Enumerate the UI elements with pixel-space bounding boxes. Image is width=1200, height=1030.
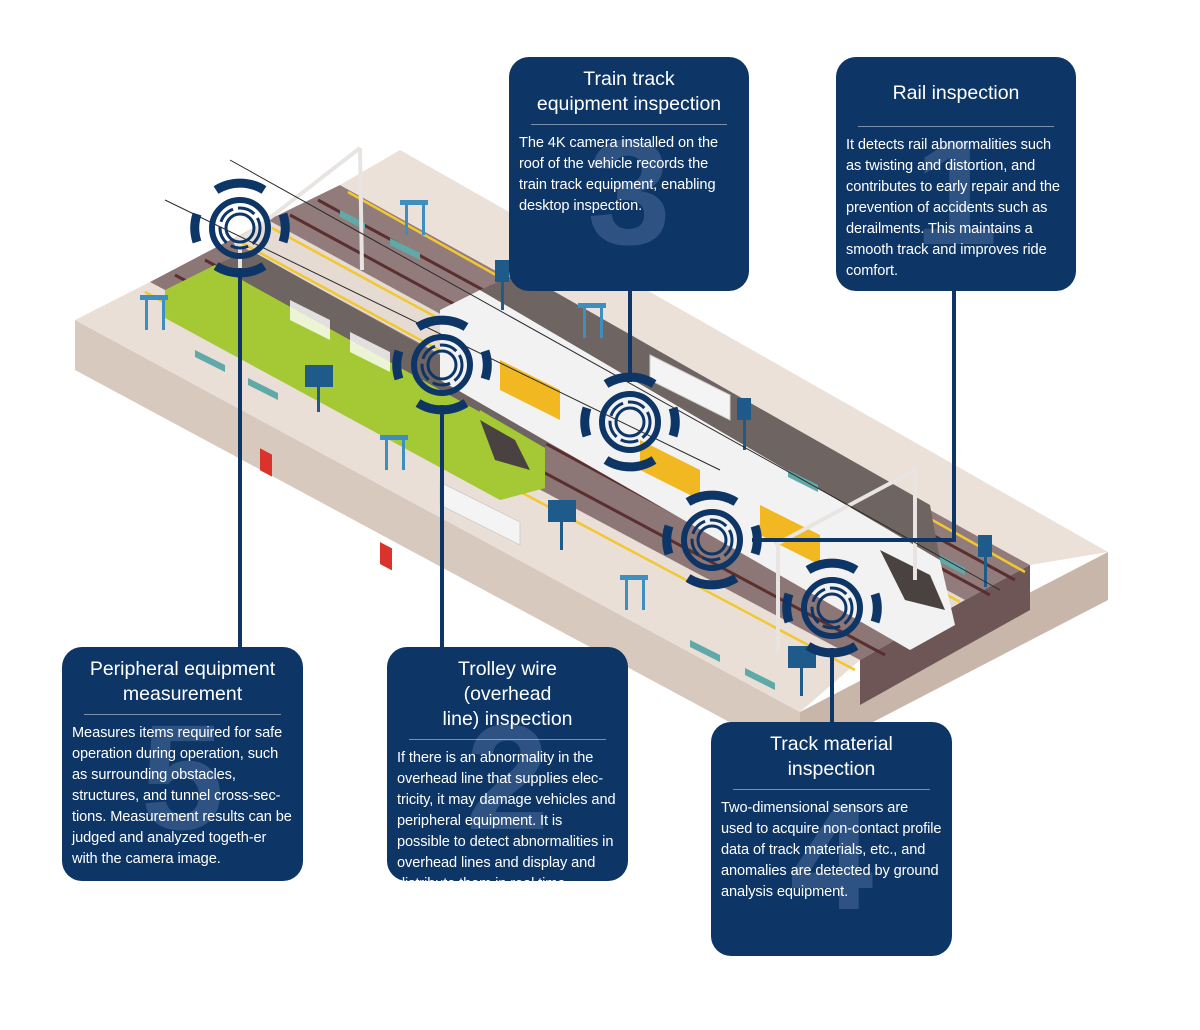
callout-body: The 4K camera installed on the roof of t… [519,135,718,214]
callout-peripheral-equipment-measurement: 5 Peripheral equipment measurement Measu… [62,647,303,881]
callout-number: 2 [465,693,550,861]
leader-line-5 [238,268,242,648]
departure-board [737,398,751,450]
callout-track-material-inspection: 4 Track material inspection Two-dimensio… [711,722,952,956]
callout-title: Rail inspection [858,67,1054,127]
bench [248,378,278,400]
track-cut-front [860,565,1030,705]
platform-front-side [800,552,1108,760]
station-furniture [140,200,992,696]
departure-board [548,500,576,550]
callout-title: Trolley wire (overhead line) inspection [409,657,606,740]
bench [690,640,720,662]
scan-target-icon[interactable] [580,372,680,472]
green-train [165,250,555,571]
callout-number: 4 [789,773,874,941]
callout-body: Measures items required for safe operati… [72,725,292,867]
bench [745,668,775,690]
callout-number: 1 [914,108,998,276]
bench [340,210,365,230]
callout-title: Peripheral equipment measurement [84,657,281,715]
leader-line-3 [628,290,632,382]
shelter [620,575,648,610]
callout-trolley-wire-inspection: 2 Trolley wire (overhead line) inspectio… [387,647,628,881]
callout-title: Train track equipment inspection [531,67,727,125]
callout-title: Track material inspection [733,732,930,790]
shelter [140,295,168,330]
bench [390,238,420,260]
leader-line-1-horizontal [752,538,956,542]
departure-board [978,535,992,587]
shelter [578,303,606,338]
callout-train-track-equipment-inspection: 3 Train track equipment inspection The 4… [509,57,749,291]
leader-line-1-vertical [952,290,956,542]
callout-body: It detects rail abnormalities such as tw… [846,137,1060,279]
callout-body: Two-dimensional sensors are used to acqu… [721,800,942,900]
callout-body: If there is an abnormality in the overhe… [397,750,616,881]
shelter [380,435,408,470]
callout-number: 5 [140,693,225,861]
callout-number: 3 [587,108,671,276]
leader-line-4 [830,648,834,724]
bench [195,350,225,372]
leader-line-2 [440,405,444,648]
departure-board [305,365,333,412]
callout-rail-inspection: 1 Rail inspection It detects rail abnorm… [836,57,1076,291]
shelter [400,200,428,235]
departure-board [495,260,509,310]
